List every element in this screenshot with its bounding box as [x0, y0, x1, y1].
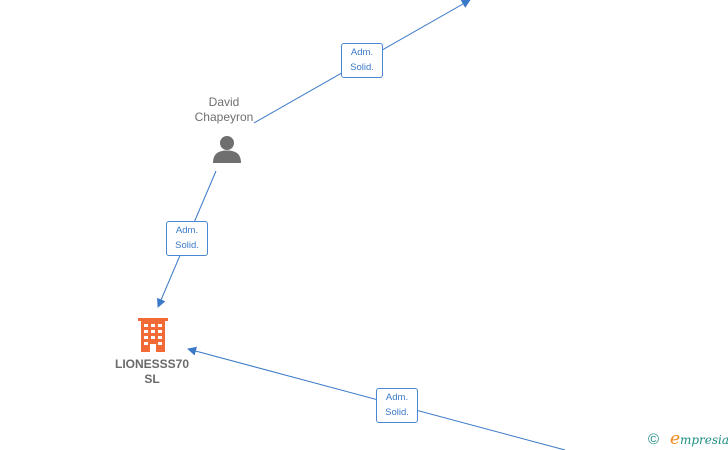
empresia-watermark: © e mpresia [648, 429, 728, 449]
edge-label-bottom-line1: Adm. [385, 392, 409, 403]
brand-name: mpresia [680, 433, 728, 447]
edge-label-middle-line1: Adm. [175, 225, 199, 236]
edge-label-bottom-line2: Solid. [385, 407, 409, 418]
person-name-line1: David [208, 95, 240, 109]
edge-label-top-line2: Solid. [350, 62, 374, 73]
edge-label-middle-line2: Solid. [175, 240, 199, 251]
person-name-label[interactable]: David Chapeyron [184, 95, 264, 125]
edge-label-top-line1: Adm. [350, 47, 374, 58]
person-name-line2: Chapeyron [194, 110, 254, 124]
company-name-line2: SL [144, 372, 160, 386]
edge-label-middle[interactable]: Adm. Solid. [166, 221, 208, 256]
copyright-icon: © [648, 431, 660, 448]
edge-label-bottom[interactable]: Adm. Solid. [376, 388, 418, 423]
brand-logo-e: e [670, 429, 681, 449]
company-name-line1: LIONESSS70 [114, 357, 190, 371]
edge-label-top[interactable]: Adm. Solid. [341, 43, 383, 78]
person-icon[interactable] [212, 135, 242, 163]
company-name-label[interactable]: LIONESSS70 SL [102, 357, 202, 387]
building-icon[interactable] [138, 318, 168, 352]
